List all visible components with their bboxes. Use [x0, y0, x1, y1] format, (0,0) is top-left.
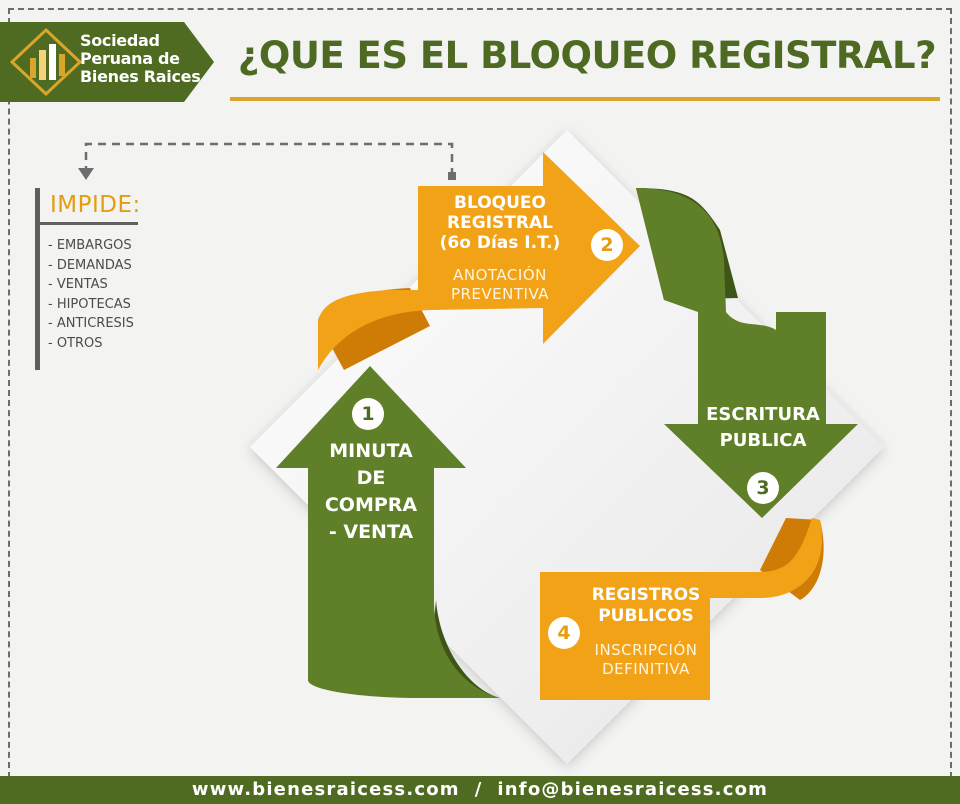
- logo-badge: [0, 22, 214, 102]
- step-1-line: - VENTA: [328, 521, 414, 543]
- building-emblem-icon: [9, 27, 83, 97]
- logo-line-2: Peruana de: [80, 49, 180, 68]
- impide-item: - DEMANDAS: [48, 257, 132, 273]
- impide-list: - EMBARGOS - DEMANDAS - VENTAS - HIPOTEC…: [48, 236, 134, 354]
- step-1-number-badge: 1: [352, 398, 384, 430]
- step-4-subline: INSCRIPCIÓN: [594, 641, 698, 659]
- impide-item: - HIPOTECAS: [48, 296, 131, 312]
- step-2-subline: ANOTACIÓN: [453, 266, 547, 284]
- step-3-number-badge: 3: [747, 472, 779, 504]
- step-4-number-badge: 4: [548, 617, 580, 649]
- step-1-line: MINUTA: [329, 440, 413, 462]
- page-title: ¿QUE ES EL BLOQUEO REGISTRAL?: [237, 34, 937, 77]
- step-2-label: BLOQUEO REGISTRAL (6o Días I.T.): [430, 193, 570, 253]
- impide-rule: [35, 222, 138, 225]
- step-4-arrow: [540, 518, 822, 700]
- step-3-line: PUBLICA: [719, 430, 807, 451]
- step-4-subline: DEFINITIVA: [602, 660, 690, 678]
- logo-line-1: Sociedad: [80, 31, 160, 50]
- step-1-line: DE: [356, 467, 386, 489]
- step-2-arrow: [318, 152, 640, 370]
- impide-item: - ANTICRESIS: [48, 316, 134, 332]
- impide-item: - EMBARGOS: [48, 238, 132, 253]
- step-2-sublabel: ANOTACIÓN PREVENTIVA: [430, 266, 570, 304]
- impide-vertical-bar: [35, 188, 40, 370]
- step-4-line: PUBLICOS: [598, 606, 694, 626]
- step-1-label: MINUTA DE COMPRA - VENTA: [310, 438, 432, 546]
- step-1-arrow: [276, 366, 500, 698]
- step-4-label: REGISTROS PUBLICOS: [580, 585, 712, 627]
- logo-text: Sociedad Peruana de Bienes Raices: [80, 32, 210, 86]
- cycle-diagram: [78, 130, 884, 764]
- step-2-subline: PREVENTIVA: [450, 285, 550, 303]
- step-4-sublabel: INSCRIPCIÓN DEFINITIVA: [578, 641, 714, 679]
- impide-item: - VENTAS: [48, 277, 108, 293]
- impide-item: - OTROS: [48, 335, 103, 351]
- step-3-line: ESCRITURA: [706, 404, 820, 425]
- title-underline: [230, 97, 940, 101]
- step-3-label: ESCRITURA PUBLICA: [690, 402, 836, 454]
- step-2-line: REGISTRAL: [447, 213, 553, 233]
- logo-line-3: Bienes Raices: [80, 67, 201, 86]
- step-2-line: (6o Días I.T.): [439, 233, 561, 253]
- step-2-line: BLOQUEO: [454, 193, 546, 213]
- step-2-number-badge: 2: [591, 229, 623, 261]
- impide-connector: [78, 142, 456, 180]
- step-4-line: REGISTROS: [591, 585, 701, 605]
- step-3-arrow: [636, 188, 858, 518]
- footer-contact: www.bienesraicess.com / info@bienesraice…: [0, 776, 960, 804]
- step-1-line: COMPRA: [324, 494, 418, 516]
- impide-heading: IMPIDE:: [50, 192, 141, 218]
